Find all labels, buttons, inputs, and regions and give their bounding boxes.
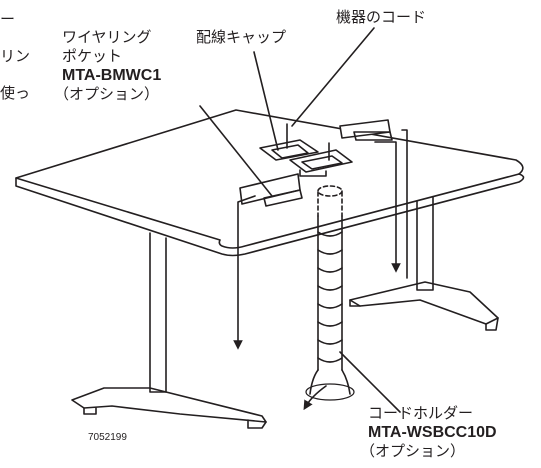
front-left-foot — [71, 387, 267, 423]
cord-holder-top-ring — [317, 185, 343, 197]
drawing-code: 7052199 — [88, 432, 127, 443]
label-cord-holder-line1: コードホルダー — [368, 404, 474, 422]
tabletop — [15, 109, 524, 249]
label-wiring-pocket-model: MTA-BMWC1 — [62, 67, 162, 84]
label-wiring-cap: 配線キャップ — [196, 28, 287, 46]
leader-device-cord — [291, 27, 375, 127]
cord-route-left — [233, 195, 256, 350]
left-text-fragment-1: ー — [0, 10, 16, 28]
wiring-cap-front — [289, 149, 353, 173]
back-right-leg — [416, 185, 434, 291]
cord-holder-base — [309, 369, 351, 395]
leader-wiring-cap — [253, 51, 279, 151]
front-left-leg — [149, 232, 167, 393]
cord-holder-body — [317, 215, 343, 371]
cord-route-holder — [303, 385, 327, 411]
cord-route-right-1 — [374, 141, 401, 273]
label-wiring-pocket-line2: ポケット — [62, 47, 123, 65]
back-right-foot — [349, 281, 499, 325]
label-device-cord: 機器のコード — [336, 8, 427, 26]
left-text-fragment-2: リン — [0, 47, 31, 65]
left-text-fragment-3: 使っ — [0, 84, 31, 102]
label-wiring-pocket-line1: ワイヤリング — [62, 28, 152, 46]
label-wiring-pocket: ワイヤリング ポケット MTA-BMWC1 （オプション） — [54, 28, 162, 104]
label-wiring-pocket-note: （オプション） — [54, 85, 160, 103]
tabletop-edge — [15, 173, 525, 257]
label-cord-holder-model: MTA-WSBCC10D — [368, 424, 497, 441]
cord-route-right-2 — [401, 129, 408, 279]
leader-cord-holder — [339, 351, 401, 413]
cord-holder-top-dashed — [317, 191, 343, 217]
leader-wiring-pocket — [199, 105, 273, 197]
wiring-pocket-right — [339, 119, 391, 139]
label-cord-holder-note: （オプション） — [360, 442, 466, 460]
label-cord-holder: コードホルダー MTA-WSBCC10D （オプション） — [360, 404, 497, 461]
